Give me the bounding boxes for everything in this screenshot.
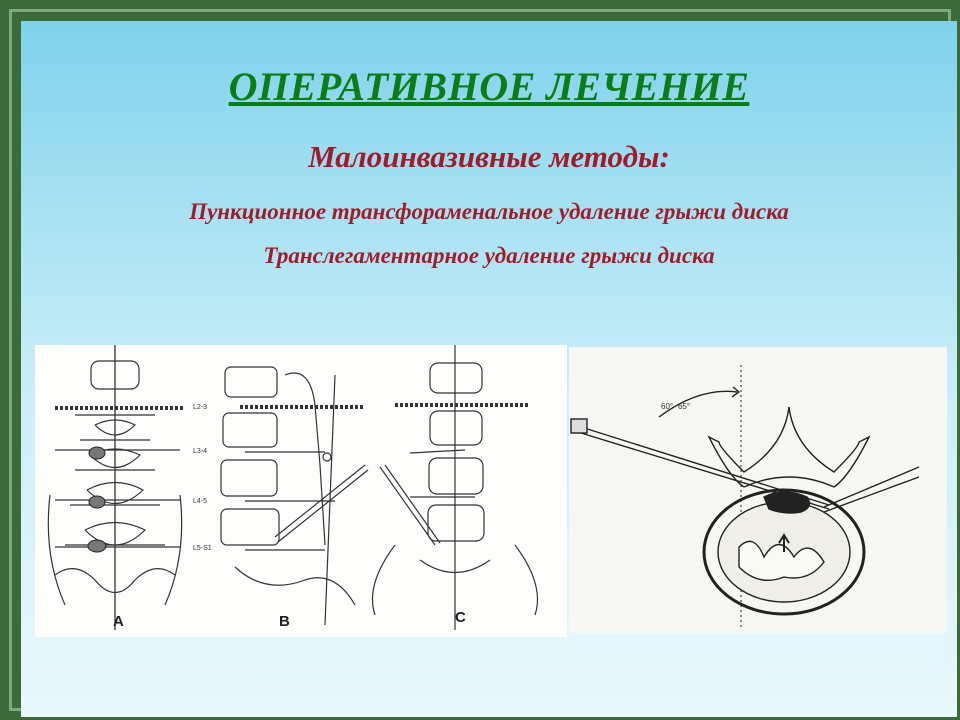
axial-vertebra-diagram: 60°- 65°: [569, 347, 947, 633]
panel-label-a: A: [113, 613, 124, 630]
level-label-l5-s1: L5-S1: [193, 545, 212, 552]
slide-canvas: ОПЕРАТИВНОЕ ЛЕЧЕНИЕ Малоинвазивные метод…: [21, 21, 957, 717]
level-label-l2-3: L2-3: [193, 404, 207, 411]
slide-subtitle: Малоинвазивные методы:: [308, 139, 670, 174]
axial-vertebra-svg: 60°- 65°: [570, 365, 920, 627]
angle-label: 60°- 65°: [661, 402, 690, 411]
level-label-l3-4: L3-4: [193, 448, 207, 455]
spine-diagram-svg: L2-3 L3-4 L4-5 L5-S1 A B C: [47, 345, 539, 630]
slide-title: ОПЕРАТИВНОЕ ЛЕЧЕНИЕ: [228, 64, 750, 109]
spine-diagram-abc: L2-3 L3-4 L4-5 L5-S1 A B C: [35, 345, 567, 637]
panel-label-b: B: [279, 613, 290, 630]
panel-label-c: C: [455, 609, 466, 626]
method-item-2: Транслегаментарное удаление грыжи диска: [263, 243, 715, 268]
level-label-l4-5: L4-5: [193, 498, 207, 505]
method-item-1: Пункционное трансфораменальное удаление …: [189, 199, 789, 224]
